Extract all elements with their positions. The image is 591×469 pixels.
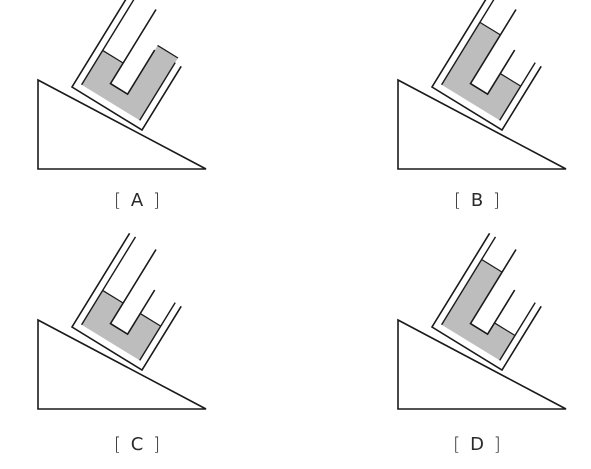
panel-b-label: [ B ] [438, 190, 518, 212]
bracket-close: ] [153, 434, 163, 455]
panel-b: [ B ] [390, 0, 591, 224]
tube-left-inner-wall [441, 236, 497, 326]
tube-outer-wall [70, 232, 182, 372]
water-surface-left [479, 21, 501, 36]
option-letter: D [470, 434, 486, 455]
tube-outer-wall [70, 0, 182, 132]
bracket-close: ] [152, 190, 162, 211]
bracket-open: [ [114, 190, 124, 211]
panel-d-label: [ D ] [438, 434, 518, 456]
option-letter: A [130, 190, 146, 211]
water-surface-left [481, 259, 503, 273]
bracket-open: [ [454, 190, 464, 211]
incline-wedge [397, 318, 567, 410]
water-surface-right [494, 322, 516, 337]
panel-d: [ D ] [390, 232, 591, 464]
tube-right-inner-wall [139, 62, 176, 121]
tube-center-wall [469, 9, 517, 96]
water-fill [81, 290, 161, 361]
panel-c-label: [ C ] [98, 434, 178, 456]
tube-right-inner-wall [499, 62, 536, 121]
bracket-close: ] [493, 434, 503, 455]
water-surface-right [139, 313, 162, 327]
tube-center-wall [109, 9, 157, 96]
tube-right-inner-wall [139, 302, 176, 361]
option-letter: C [130, 434, 146, 455]
water-surface-right [499, 73, 522, 87]
tube-left-inner-wall [441, 0, 495, 86]
panel-a-label: [ A ] [98, 190, 178, 212]
panel-a: [ A ] [30, 0, 290, 224]
option-letter: B [470, 190, 486, 211]
tube-center-wall [469, 249, 517, 336]
panel-a-drawing [37, 0, 207, 170]
tube-left-inner-wall [81, 236, 137, 326]
panel-d-drawing [397, 232, 567, 410]
incline-wedge [37, 78, 207, 170]
tube-center-wall [109, 249, 157, 336]
panel-c: [ C ] [30, 232, 290, 464]
incline-wedge [397, 78, 567, 170]
water-fill [81, 45, 178, 121]
tube-outer-wall [430, 232, 542, 372]
panel-c-drawing [37, 232, 207, 410]
tube-outer-wall [430, 0, 542, 132]
panel-b-drawing [397, 0, 567, 170]
bracket-close: ] [492, 190, 502, 211]
water-surface-right [157, 44, 179, 59]
tube-right-inner-wall [499, 302, 536, 361]
incline-wedge [37, 318, 207, 410]
water-surface-left [102, 49, 124, 64]
bracket-open: [ [113, 434, 123, 455]
bracket-open: [ [453, 434, 463, 455]
tube-left-inner-wall [81, 0, 135, 86]
water-surface-left [102, 289, 124, 304]
water-fill [441, 22, 521, 121]
